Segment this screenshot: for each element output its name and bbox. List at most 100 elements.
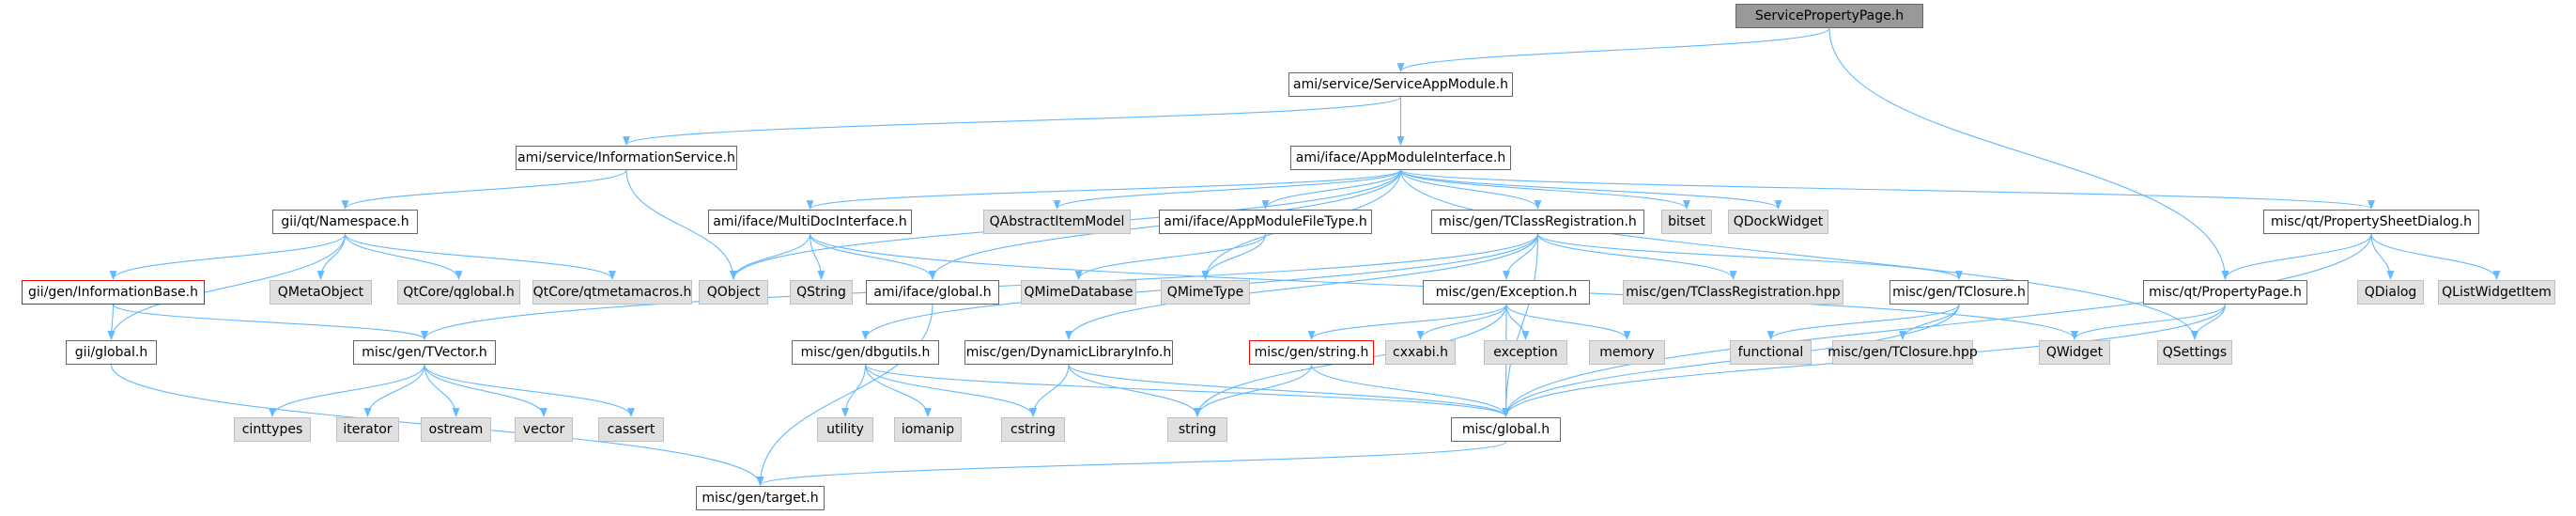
node-qmetaobject: QMetaObject: [270, 280, 372, 305]
node-label: QAbstractItemModel: [989, 214, 1125, 229]
edge-n0-n1: [1396, 27, 1830, 72]
node-misc-gen-tclassregistration-h[interactable]: misc/gen/TClassRegistration.h: [1431, 210, 1644, 234]
edge-n21-n31: [1307, 304, 1507, 340]
edge-n3-n7: [1261, 169, 1402, 210]
node-qobject: QObject: [699, 280, 768, 305]
node-label: cassert: [607, 422, 656, 437]
node-label: QMimeType: [1166, 285, 1244, 300]
node-ami-iface-appmodulefiletype-h[interactable]: ami/iface/AppModuleFileType.h: [1159, 210, 1372, 234]
node-label: QMimeDatabase: [1024, 285, 1134, 300]
node-ami-iface-multidocinterface-h[interactable]: ami/iface/MultiDocInterface.h: [708, 210, 912, 234]
node-label: ami/iface/AppModuleInterface.h: [1295, 150, 1506, 165]
node-label: QObject: [706, 285, 761, 300]
edge-n29-n45: [864, 364, 932, 417]
node-misc-global-h[interactable]: misc/global.h: [1451, 417, 1561, 442]
edge-n2-n16: [625, 169, 737, 280]
node-label: gii/qt/Namespace.h: [281, 214, 409, 229]
node-qdialog: QDialog: [2357, 280, 2424, 305]
node-qtcore-qtmetamacros-h: QtCore/qtmetamacros.h: [532, 280, 692, 305]
edge-n23-n36: [1899, 304, 1960, 340]
node-cxxabi-h: cxxabi.h: [1385, 340, 1456, 365]
node-qabstractitemmodel: QAbstractItemModel: [983, 210, 1131, 234]
node-label: cstring: [1010, 422, 1056, 437]
edge-n28-n41: [424, 364, 460, 417]
node-string: string: [1167, 417, 1227, 442]
node-label: QDockWidget: [1733, 214, 1824, 229]
node-label: misc/gen/TClosure.hpp: [1828, 345, 1978, 360]
node-label: misc/gen/TClassRegistration.h: [1439, 214, 1637, 229]
node-utility: utility: [817, 417, 873, 442]
node-qtcore-qglobal-h: QtCore/qglobal.h: [397, 280, 520, 305]
node-label: string: [1178, 422, 1217, 437]
edge-n5-n18: [809, 233, 936, 280]
edge-n48-n49: [756, 441, 1507, 486]
node-label: ami/iface/AppModuleFileType.h: [1164, 214, 1367, 229]
node-qmimedatabase: QMimeDatabase: [1021, 280, 1136, 305]
node-label: vector: [522, 422, 565, 437]
node-label: QtCore/qglobal.h: [403, 285, 515, 300]
node-label: ostream: [428, 422, 484, 437]
node-label: QString: [796, 285, 846, 300]
edge-n3-n10: [1399, 169, 1782, 210]
edge-n2-n4: [341, 169, 627, 210]
edge-n30-n48: [1068, 364, 1510, 417]
edge-n11-n25: [2370, 233, 2395, 280]
node-label: misc/qt/PropertySheetDialog.h: [2271, 214, 2472, 229]
node-label: QSettings: [2162, 345, 2228, 360]
node-label: memory: [1599, 345, 1655, 360]
node-ami-iface-appmoduleinterface-h[interactable]: ami/iface/AppModuleInterface.h: [1290, 146, 1511, 170]
node-qmimetype: QMimeType: [1161, 280, 1250, 305]
edge-n4-n14: [344, 233, 463, 280]
node-label: misc/gen/string.h: [1254, 345, 1369, 360]
node-iomanip: iomanip: [894, 417, 962, 442]
node-misc-qt-propertysheetdialog-h[interactable]: misc/qt/PropertySheetDialog.h: [2263, 210, 2479, 234]
node-gii-qt-namespace-h[interactable]: gii/qt/Namespace.h: [272, 210, 418, 234]
node-cstring: cstring: [1001, 417, 1065, 442]
node-qlistwidgetitem: QListWidgetItem: [2438, 280, 2555, 305]
edge-n11-n48: [1502, 233, 2372, 417]
edge-n18-n49: [756, 304, 933, 486]
edge-n31-n47: [1194, 364, 1313, 417]
edge-n29-n48: [864, 364, 1510, 417]
edge-n8-n23: [1536, 233, 1963, 280]
node-ami-service-serviceappmodule-h[interactable]: ami/service/ServiceAppModule.h: [1288, 72, 1513, 97]
node-label: cxxabi.h: [1393, 345, 1448, 360]
node-misc-gen-tclosure-hpp: misc/gen/TClosure.hpp: [1828, 340, 1978, 365]
node-label: misc/gen/TClassRegistration.hpp: [1626, 285, 1841, 300]
node-misc-gen-exception-h[interactable]: misc/gen/Exception.h: [1423, 280, 1590, 305]
edge-n29-n46: [864, 364, 1037, 417]
edge-n7-n20: [1201, 233, 1267, 280]
node-misc-gen-string-h[interactable]: misc/gen/string.h: [1249, 340, 1374, 365]
edge-n21-n34: [1505, 304, 1631, 340]
node-label: bitset: [1668, 214, 1705, 229]
node-misc-qt-propertypage-h[interactable]: misc/qt/PropertyPage.h: [2143, 280, 2307, 305]
node-label: gii/gen/InformationBase.h: [28, 285, 198, 300]
node-misc-gen-tclosure-h[interactable]: misc/gen/TClosure.h: [1890, 280, 2028, 305]
node-label: ami/iface/MultiDocInterface.h: [713, 214, 907, 229]
node-misc-gen-dynamiclibraryinfo-h[interactable]: misc/gen/DynamicLibraryInfo.h: [964, 340, 1173, 365]
node-gii-global-h[interactable]: gii/global.h: [66, 340, 157, 365]
node-misc-gen-tvector-h[interactable]: misc/gen/TVector.h: [353, 340, 496, 365]
node-misc-gen-tclassregistration-hpp: misc/gen/TClassRegistration.hpp: [1623, 280, 1843, 305]
node-bitset: bitset: [1661, 210, 1712, 234]
edge-n28-n39: [269, 364, 425, 417]
node-ami-iface-global-h[interactable]: ami/iface/global.h: [866, 280, 999, 305]
node-label: ami/service/ServiceAppModule.h: [1292, 77, 1508, 92]
node-label: QDialog: [2364, 285, 2417, 300]
node-misc-gen-dbgutils-h[interactable]: misc/gen/dbgutils.h: [792, 340, 939, 365]
edge-n30-n47: [1068, 364, 1201, 417]
edge-n21-n33: [1505, 304, 1530, 340]
node-label: iomanip: [901, 422, 955, 437]
node-cassert: cassert: [598, 417, 664, 442]
node-qstring: QString: [790, 280, 853, 305]
node-iterator: iterator: [336, 417, 399, 442]
node-servicepropertypage-h: ServicePropertyPage.h: [1735, 4, 1923, 28]
node-misc-gen-target-h[interactable]: misc/gen/target.h: [696, 486, 825, 510]
node-ami-service-informationservice-h[interactable]: ami/service/InformationService.h: [516, 146, 737, 170]
node-gii-gen-informationbase-h[interactable]: gii/gen/InformationBase.h: [22, 280, 205, 305]
node-label: misc/gen/target.h: [702, 491, 819, 506]
edge-n3-n11: [1399, 169, 2375, 210]
edge-n3-n8: [1399, 169, 1542, 210]
edge-n0-n24: [1828, 27, 2229, 280]
